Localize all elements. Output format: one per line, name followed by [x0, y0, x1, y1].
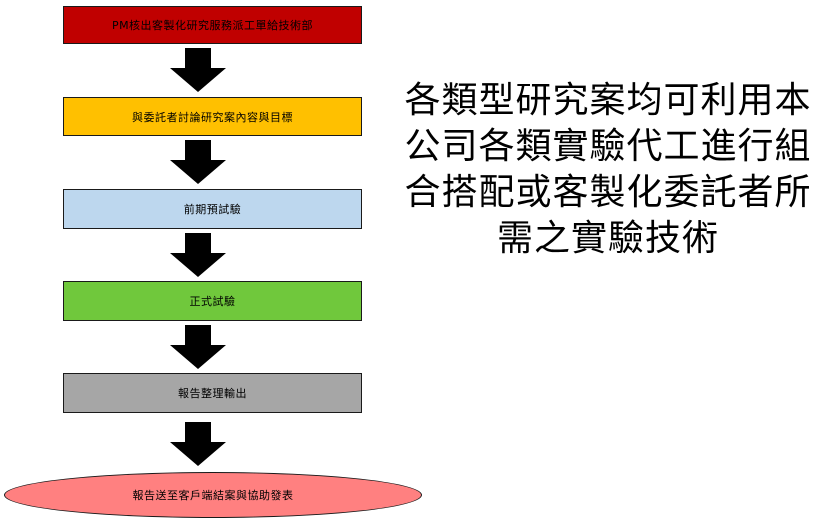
description-text: 各類型研究案均可利用本 公司各類實驗代工進行組 合搭配或客製化委託者所 需之實驗…	[388, 78, 828, 262]
step-label: 正式試驗	[189, 295, 236, 308]
down-arrow-icon	[170, 48, 226, 92]
down-arrow-icon	[170, 140, 226, 184]
description-line: 各類型研究案均可利用本	[404, 80, 812, 121]
step-label: PM核出客製化研究服務派工單給技術部	[111, 19, 314, 32]
down-arrow-icon	[170, 325, 226, 369]
step-label: 報告送至客戶端結案與協助發表	[132, 489, 294, 502]
step-label: 前期預試驗	[183, 203, 242, 216]
step-discuss-with-client: 與委託者討論研究案內容與目標	[63, 97, 362, 136]
step-report-output: 報告整理輸出	[63, 373, 362, 413]
description-line: 需之實驗技術	[496, 218, 719, 259]
step-pm-dispatch: PM核出客製化研究服務派工單給技術部	[63, 6, 362, 44]
down-arrow-icon	[170, 422, 226, 466]
step-label: 報告整理輸出	[178, 387, 247, 400]
step-pre-test: 前期預試驗	[63, 189, 362, 229]
step-formal-test: 正式試驗	[63, 281, 362, 321]
description-line: 公司各類實驗代工進行組	[404, 126, 812, 167]
step-report-delivery: 報告送至客戶端結案與協助發表	[4, 472, 422, 518]
description-line: 合搭配或客製化委託者所	[404, 172, 812, 213]
down-arrow-icon	[170, 233, 226, 277]
step-label: 與委託者討論研究案內容與目標	[132, 110, 293, 124]
